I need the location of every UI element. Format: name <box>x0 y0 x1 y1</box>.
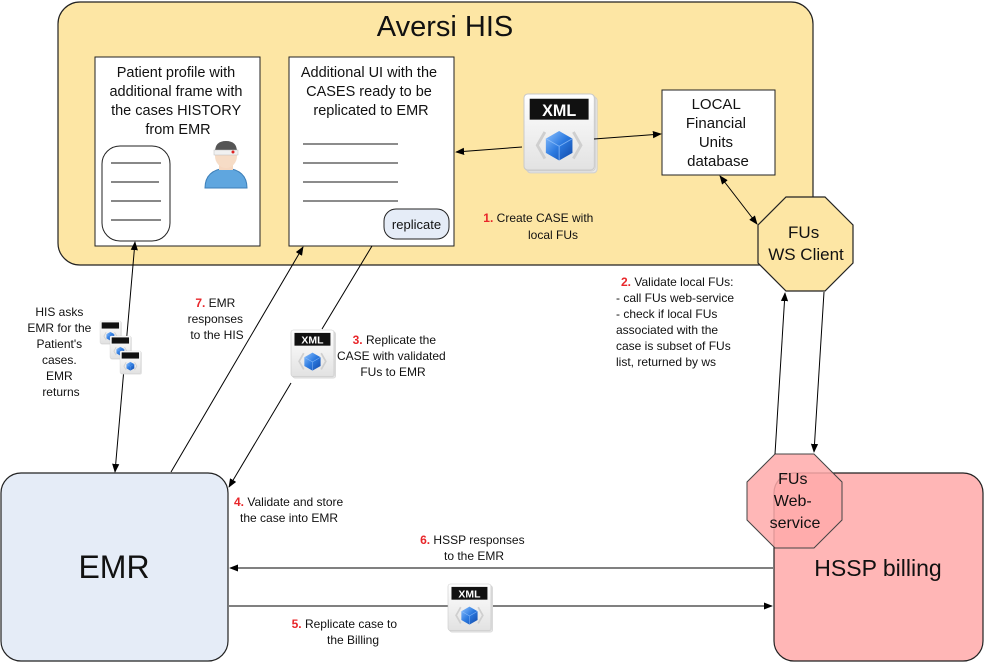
step-2-label: 2. Validate local FUs: - call FUs web-se… <box>616 275 737 369</box>
replicate-button[interactable]: replicate <box>383 208 450 240</box>
arrow-xml-to-localdb <box>593 131 662 140</box>
arrow-webservice-to-wsclient <box>774 292 789 455</box>
his-title: Aversi HIS <box>377 11 513 43</box>
step-4-label: 4. Validate and store the case into EMR <box>234 495 347 525</box>
arrow-ui-to-xml <box>455 146 523 155</box>
xml-file-icon-stack <box>99 320 142 375</box>
web-service-text: FUs Web- service <box>770 471 821 532</box>
step-3-label: 3. Replicate the CASE with validated FUs… <box>337 333 449 379</box>
svg-text:XML: XML <box>301 335 324 346</box>
additional-ui-text: Additional UI with the CASES ready to be… <box>301 65 441 119</box>
fus-web-service[interactable]: FUs Web- service <box>746 453 843 549</box>
replicate-button-label: replicate <box>392 217 441 232</box>
step-1-label: 1. Create CASE with local FUs <box>483 211 596 242</box>
arrow-localdb-wsclient <box>719 175 758 225</box>
billing-label: HSSP billing <box>814 555 941 581</box>
arrow-emr-to-his <box>170 246 304 473</box>
xml-file-icon: XML <box>522 92 599 175</box>
fus-ws-client[interactable]: FUs WS Client <box>757 196 854 292</box>
his-asks-emr-note: HIS asks EMR for the Patient's cases. EM… <box>27 305 94 399</box>
step-6-label: 6. HSSP responses to the EMR <box>420 533 528 563</box>
local-financial-units-db[interactable]: LOCAL Financial Units database <box>661 89 776 176</box>
cases-history-frame[interactable] <box>101 145 171 242</box>
xml-file-icon-step5: XML <box>447 583 494 634</box>
arrow-wsclient-to-webservice <box>810 291 825 453</box>
svg-text:XML: XML <box>458 589 481 600</box>
arrow-xml-to-emr <box>228 382 292 488</box>
cases-list-lines <box>303 143 398 202</box>
patient-profile-box[interactable]: Patient profile with additional frame wi… <box>94 56 261 247</box>
patient-icon <box>204 141 248 189</box>
emr-system[interactable]: EMR <box>0 472 229 662</box>
patient-profile-text: Patient profile with additional frame wi… <box>109 65 246 138</box>
local-db-text: LOCAL Financial Units database <box>686 96 750 170</box>
additional-ui-box[interactable]: Additional UI with the CASES ready to be… <box>288 56 455 247</box>
step-5-label: 5. Replicate case to the Billing <box>292 617 401 647</box>
history-list-lines <box>111 162 161 221</box>
svg-text:XML: XML <box>542 102 576 120</box>
step-7-label: 7. EMR responses to the HIS <box>188 296 247 342</box>
xml-file-icon-step3: XML <box>290 329 337 380</box>
ws-client-text: FUs WS Client <box>768 223 844 264</box>
arrow-replicate-to-xml <box>321 245 373 330</box>
emr-label: EMR <box>78 549 149 585</box>
